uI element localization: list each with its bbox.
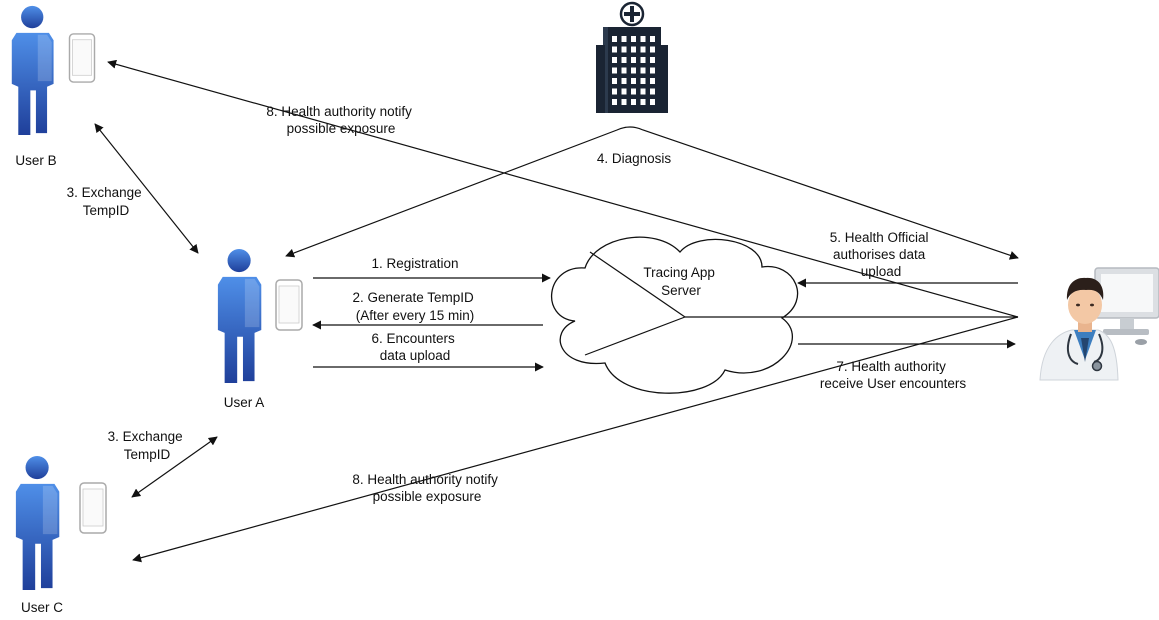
building-window bbox=[640, 36, 646, 42]
doctor-icon bbox=[1039, 277, 1119, 381]
building-window bbox=[650, 36, 655, 42]
user-c-label: User C bbox=[21, 600, 63, 615]
label-exchange-user-b: 3. Exchange TempID bbox=[67, 185, 146, 218]
building-window bbox=[650, 78, 655, 84]
building-window bbox=[640, 88, 646, 95]
building-window bbox=[621, 36, 627, 42]
smartphone-icon bbox=[68, 33, 96, 83]
edge-exchange-user-c bbox=[131, 436, 218, 498]
building-window bbox=[631, 46, 636, 53]
label-generate-tempid: 2. Generate TempID (After every 15 min) bbox=[352, 290, 477, 323]
tracing-server-cloud: Tracing App Server bbox=[551, 236, 1018, 394]
building-window bbox=[621, 88, 627, 95]
building-window bbox=[612, 46, 617, 53]
building-window bbox=[631, 57, 636, 63]
edges bbox=[94, 59, 1019, 563]
building-window bbox=[640, 78, 646, 84]
building-window bbox=[621, 99, 627, 105]
building-window bbox=[631, 88, 636, 95]
person-icon bbox=[11, 5, 54, 135]
building-window bbox=[650, 57, 655, 63]
label-receive-encounters: 7. Health authority receive User encount… bbox=[820, 359, 967, 391]
building-window bbox=[612, 88, 617, 95]
label-authorise-upload: 5. Health Official authorises data uploa… bbox=[830, 230, 933, 279]
edge-notify-user-b bbox=[107, 59, 1019, 318]
building-window bbox=[612, 57, 617, 63]
hospital-building-icon bbox=[596, 1, 668, 113]
smartphone-icon bbox=[79, 482, 107, 534]
smartphone-icon bbox=[275, 279, 303, 331]
person-icon bbox=[15, 455, 60, 590]
user-c: User C bbox=[15, 455, 107, 615]
building-window bbox=[650, 99, 655, 105]
building-window bbox=[621, 78, 627, 84]
health-official bbox=[1039, 267, 1159, 381]
label-diagnosis: 4. Diagnosis bbox=[597, 151, 672, 166]
building-window bbox=[612, 78, 617, 84]
building-window bbox=[621, 57, 627, 63]
building-window bbox=[612, 36, 617, 42]
edge-notify-user-c bbox=[132, 316, 1019, 563]
label-exchange-user-c: 3. Exchange TempID bbox=[108, 429, 187, 462]
building-window bbox=[631, 99, 636, 105]
cloud-icon bbox=[551, 236, 799, 394]
building-window bbox=[612, 99, 617, 105]
building-window bbox=[640, 46, 646, 53]
user-a-label: User A bbox=[224, 395, 265, 410]
building-window bbox=[621, 46, 627, 53]
building-window bbox=[650, 88, 655, 95]
building-windows bbox=[612, 36, 655, 105]
building-window bbox=[640, 57, 646, 63]
step-labels: 1. Registration 2. Generate TempID (Afte… bbox=[67, 104, 967, 504]
server-label: Tracing App Server bbox=[643, 265, 718, 298]
user-b-label: User B bbox=[15, 153, 56, 168]
label-notify-user-b: 8. Health authority notify possible expo… bbox=[266, 104, 415, 136]
building-window bbox=[631, 36, 636, 42]
building-window bbox=[650, 46, 655, 53]
edge-exchange-user-b bbox=[94, 123, 199, 254]
building-window bbox=[640, 99, 646, 105]
label-encounters-upload: 6. Encounters data upload bbox=[371, 331, 458, 363]
edge-diagnosis bbox=[285, 126, 1019, 260]
building-window bbox=[621, 67, 627, 74]
building-window bbox=[631, 67, 636, 74]
building-window bbox=[640, 67, 646, 74]
building-window bbox=[631, 78, 636, 84]
person-icon bbox=[217, 248, 262, 383]
label-registration: 1. Registration bbox=[371, 256, 458, 271]
computer-monitor-icon bbox=[1094, 267, 1159, 345]
user-a: User A bbox=[217, 248, 303, 410]
user-b: User B bbox=[11, 5, 96, 168]
building-window bbox=[650, 67, 655, 74]
label-notify-user-c: 8. Health authority notify possible expo… bbox=[352, 472, 501, 504]
building-window bbox=[612, 67, 617, 74]
